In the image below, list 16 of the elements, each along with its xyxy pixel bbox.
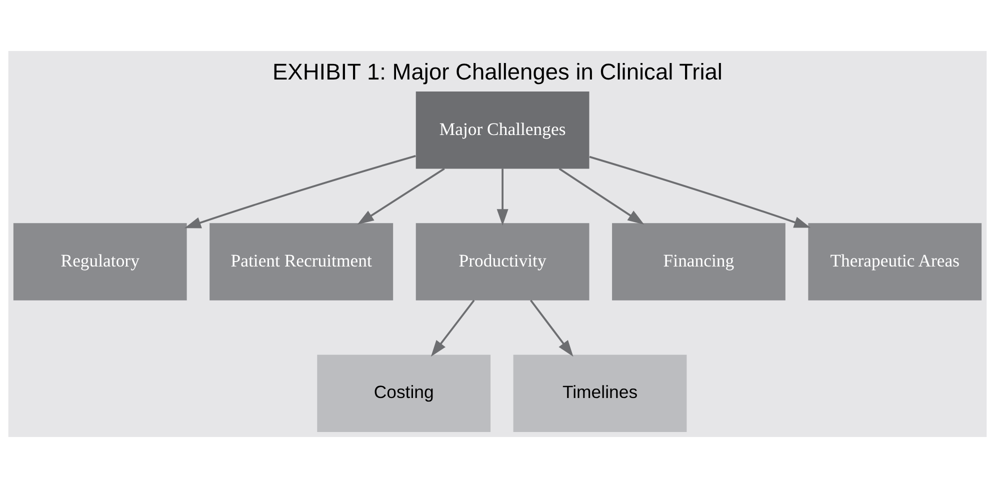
node-box: Patient Recruitment [210, 223, 394, 300]
arrow [589, 156, 811, 228]
arrow [496, 168, 508, 226]
arrow [558, 168, 644, 225]
arrow [530, 300, 574, 357]
node-box: Regulatory [13, 223, 187, 300]
node-box: Costing [317, 354, 491, 432]
node-box: Productivity [416, 223, 590, 300]
node-box: Timelines [513, 354, 687, 432]
node-box: Therapeutic Areas [808, 223, 982, 300]
diagram-title: EXHIBIT 1: Major Challenges in Clinical Trial [272, 58, 723, 84]
node-box: Major Challenges [416, 92, 590, 169]
node-box: Financing [612, 223, 786, 300]
arrow [184, 155, 416, 228]
arrow [430, 300, 475, 357]
arrow [357, 168, 445, 225]
